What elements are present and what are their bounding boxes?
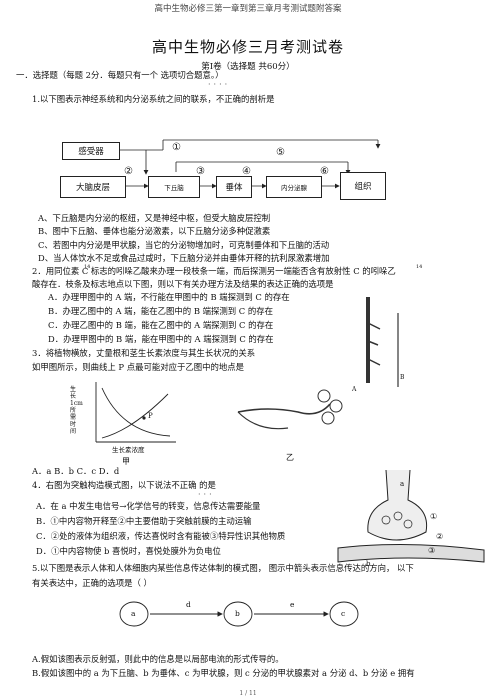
q1-option-d: D、当人体饮水不足或食品过咸时，下丘脑分泌并由垂体开释的抗利尿激素增加 [38, 253, 330, 263]
q2-stem-line1: 2．用同位素 C 标志的吲哚乙酸来办理一段枝条一端，而后探测另一端能否含有放射性… [32, 266, 396, 276]
marker-4: ④ [242, 166, 251, 177]
q3-point-p [142, 416, 146, 420]
q1-diagram [120, 139, 381, 189]
branch-leaves-jia [367, 322, 381, 366]
q2-stem-line2: 酸存在．枝条及标志地点以下图，则以下有关办理方法及结果的表达正确的选项是 [32, 279, 334, 289]
q5-stem-line1: 5.以下图是表示人体和人体细胞内某些信息传达体制的模式图， 图示中箭头表示信息传… [32, 563, 414, 573]
q4-option-b: B．①中内容物开释至②中主要借助于突触前膜的主动运输 [36, 516, 252, 526]
q5-node-a-shape [119, 601, 149, 627]
q2-sup-1: 14 [84, 264, 91, 270]
q4-emphasis-dots: ··· [198, 490, 215, 499]
q4-option-a: A．在 a 中发生电信号→化学信号的转变，信息传达需要能量 [36, 501, 261, 511]
page-number: 1 / 11 [239, 690, 257, 697]
q3-plant-leaf-2 [329, 399, 343, 413]
q3-curve-2 [101, 393, 169, 439]
q4-vesicle-1 [381, 515, 391, 525]
q3-curve-1 [101, 387, 171, 437]
q5-stem-line2: 有关表达中，正确的选项是（ ） [32, 578, 152, 588]
hypothalamus-box: 下丘脑 [148, 176, 200, 198]
q3-stem-line1: 3．将植物横放，丈量根和茎生长素浓度与其生长状况的关系 [32, 348, 256, 358]
q3-growth-graph [95, 382, 176, 443]
q4-label-1: ① [430, 512, 438, 521]
q4-vesicle-3 [403, 519, 413, 529]
q2-branch-figure [366, 297, 399, 387]
q4-label-3: ③ [428, 546, 436, 555]
marker-3: ③ [196, 166, 205, 177]
q3-graph-xlabel: 生长素浓度 [112, 446, 145, 454]
q3-plant-stem [237, 403, 331, 415]
q3-stem-line2: 如甲图所示，则曲线上 P 点最可能对应于乙图中的地点是 [32, 362, 244, 372]
q3-graph-p-label: P [148, 412, 153, 420]
q1-stem: 1.以下图表示神经系统和内分泌系统之间的联系，不正确的剖析是 [32, 94, 275, 104]
q4-vesicle-2 [393, 511, 403, 521]
q5-node-c: c [341, 609, 346, 618]
q1-option-c: C、若图中内分泌是甲状腺，当它的分泌物增加时，可克制垂体和下丘脑的活动 [38, 240, 330, 250]
q3-plant-leaf-1 [317, 389, 331, 403]
page-title: 高中生物必修三月考测试卷 [151, 38, 344, 56]
q3-plant-root [237, 411, 289, 430]
q2-option-a: A．办理甲图中的 A 端，不行能在甲图中的 B 端探测到 C 的存在 [48, 292, 290, 302]
q3-plant-figure [237, 389, 343, 430]
q1-option-a: A、下丘脑是内分泌的枢纽，又是神经中枢，但受大脑皮层控制 [38, 213, 271, 223]
q5-node-a: a [131, 609, 136, 618]
q3-plant-caption: 乙 [286, 453, 294, 462]
q2-sup-2: 14 [416, 264, 423, 270]
q4-label-2: ② [436, 532, 444, 541]
q3-graph-ylabel: 生长1cm所需时间 [70, 386, 83, 435]
marker-1: ① [172, 142, 181, 153]
q4-synapse-figure [337, 470, 485, 563]
pituitary-box: 垂体 [216, 176, 252, 198]
marker-6: ⑥ [320, 166, 329, 177]
q4-label-b: b [366, 560, 371, 568]
q5-node-b: b [235, 609, 240, 618]
q5-option-b: B.假如该图中的 a 为下丘脑、b 为垂体、c 为甲状腺，则 c 分泌的甲状腺素… [32, 668, 415, 678]
sensor-box: 感受器 [62, 142, 120, 160]
tissue-box: 组织 [340, 172, 386, 200]
q2-mark-a: A [352, 386, 357, 393]
q5-option-a: A.假如该图表示反射弧，则此中的信息是以局部电流的形式传导的。 [32, 654, 284, 664]
q5-edge-e-label: e [290, 600, 295, 609]
q1-option-b: B、图中下丘脑、垂体也能分泌激素，以下丘脑分泌多种促激素 [38, 226, 271, 236]
q5-edge-d-label: d [186, 600, 191, 609]
marker-5: ⑤ [276, 147, 285, 158]
q4-label-a: a [400, 480, 405, 488]
q5-node-c-shape [329, 601, 359, 627]
q2-mark-b: B [400, 374, 405, 381]
emphasis-dots: ···· [208, 80, 231, 89]
section-title: 第Ⅰ卷（选择题 共60分） [201, 62, 295, 72]
document-header: 高中生物必修三第一章到第三章月考测试题附答案 [154, 4, 342, 14]
q4-presynaptic-terminal [367, 470, 428, 541]
q5-node-b-shape [223, 601, 253, 627]
q4-postsynaptic-membrane [337, 543, 485, 563]
q2-option-c: C．办理乙图中的 B 端，能在乙图中的 A 端探测到 C 的存在 [48, 320, 274, 330]
q4-option-c: C．②处的液体为组织液，传达喜悦时含有能被③特异性识其他物质 [36, 531, 286, 541]
q2-option-b: B．办理乙图中的 A 端，能在乙图中的 B 端探测到 C 的存在 [48, 306, 273, 316]
q4-stem: 4．右图为突触构造模式图，以下说法不正确 的是 [32, 480, 216, 490]
q2-option-d: D．办理甲图中的 B 端，能在甲图中的 A 端探测到 C 的存在 [48, 334, 274, 344]
q3-options: A．a B．b C．c D．d [32, 466, 120, 476]
q4-option-d: D．①中内容物使 b 喜悦时，喜悦处膜外为负电位 [36, 546, 221, 556]
cortex-box: 大脑皮层 [60, 176, 126, 198]
q3-plant-leaf-3 [321, 411, 335, 425]
q5-diagram [119, 601, 359, 627]
marker-2: ② [124, 166, 133, 177]
instructions: 一．选择题（每题 2分．每题只有一个 选项切合题意。） [16, 70, 224, 80]
q3-graph-caption: 甲 [122, 457, 130, 466]
endocrine-box: 内分泌腺 [266, 176, 322, 198]
